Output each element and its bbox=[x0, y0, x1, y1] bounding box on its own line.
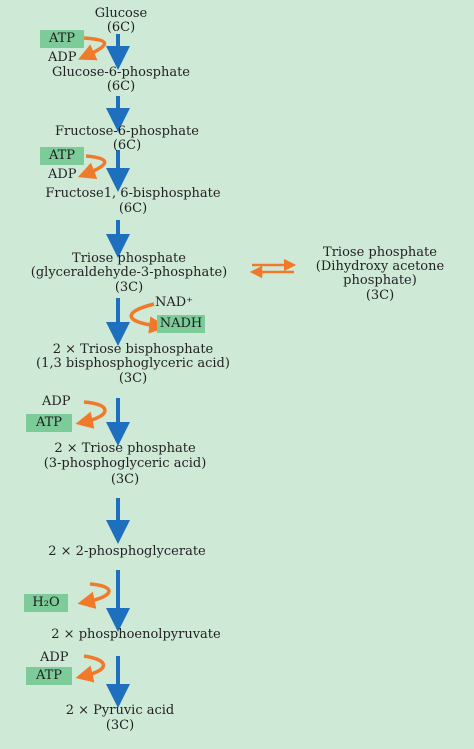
nadh-box: NADH bbox=[157, 315, 205, 333]
atp-box-2: ATP bbox=[40, 147, 84, 165]
isomerase-equilibrium-arrows bbox=[249, 258, 297, 279]
g6p-carbon-label: (6C) bbox=[106, 79, 136, 94]
triose-phosphate-label: Triose phosphate bbox=[72, 251, 186, 266]
pyruvic-acid-label: 2 × Pyruvic acid bbox=[65, 703, 175, 718]
triose-phosphate-sub-label: (glyceraldehyde-3-phosphate) bbox=[30, 265, 228, 280]
atp-box-1: ATP bbox=[40, 30, 84, 48]
dhap-sub-label-1: (Dihydroxy acetone bbox=[315, 259, 445, 274]
triose-phosphate-2-carbon-label: (3C) bbox=[110, 472, 140, 487]
glucose-carbon-label: (6C) bbox=[106, 20, 136, 35]
h2o-box: H₂O bbox=[24, 594, 68, 612]
2-phosphoglycerate-label: 2 × 2-phosphoglycerate bbox=[48, 544, 206, 559]
triose-bisphosphate-sub-label: (1,3 bisphosphoglyceric acid) bbox=[36, 356, 230, 371]
curve-atp-adp-1 bbox=[78, 36, 107, 61]
atp-box-3: ATP bbox=[26, 414, 72, 432]
f6p-label: Fructose-6-phosphate bbox=[55, 124, 199, 139]
phosphoenolpyruvate-label: 2 × phosphoenolpyruvate bbox=[51, 627, 221, 642]
pyruvic-acid-carbon-label: (3C) bbox=[105, 718, 135, 733]
adp-label-4: ADP bbox=[40, 650, 69, 665]
curve-adp-atp-4 bbox=[75, 654, 106, 683]
triose-bisphosphate-carbon-label: (3C) bbox=[118, 371, 148, 386]
dhap-label: Triose phosphate bbox=[323, 245, 437, 260]
adp-label-1: ADP bbox=[48, 50, 77, 65]
f16bp-carbon-label: (6C) bbox=[118, 201, 148, 216]
curve-nad-nadh bbox=[129, 302, 167, 334]
glucose-label: Glucose bbox=[94, 6, 148, 21]
dhap-carbon-label: (3C) bbox=[365, 288, 395, 303]
dhap-sub-label-2: phosphate) bbox=[343, 273, 417, 288]
triose-bisphosphate-label: 2 × Triose bisphosphate bbox=[52, 342, 214, 357]
cofactor-arrows bbox=[75, 36, 167, 683]
f16bp-label: Fructose1, 6-bisphosphate bbox=[45, 186, 221, 201]
triose-phosphate-2-sub-label: (3-phosphoglyceric acid) bbox=[43, 456, 207, 471]
atp-box-4: ATP bbox=[26, 667, 72, 685]
curve-atp-adp-2 bbox=[77, 154, 107, 180]
g6p-label: Glucose-6-phosphate bbox=[52, 65, 190, 80]
triose-phosphate-2-label: 2 × Triose phosphate bbox=[54, 441, 196, 456]
adp-label-3: ADP bbox=[42, 394, 71, 409]
curve-h2o bbox=[77, 582, 111, 609]
nad-label: NAD⁺ bbox=[155, 295, 194, 310]
adp-label-2: ADP bbox=[48, 167, 77, 182]
f6p-carbon-label: (6C) bbox=[112, 138, 142, 153]
triose-phosphate-carbon-label: (3C) bbox=[114, 280, 144, 295]
curve-adp-atp-3 bbox=[75, 400, 107, 429]
